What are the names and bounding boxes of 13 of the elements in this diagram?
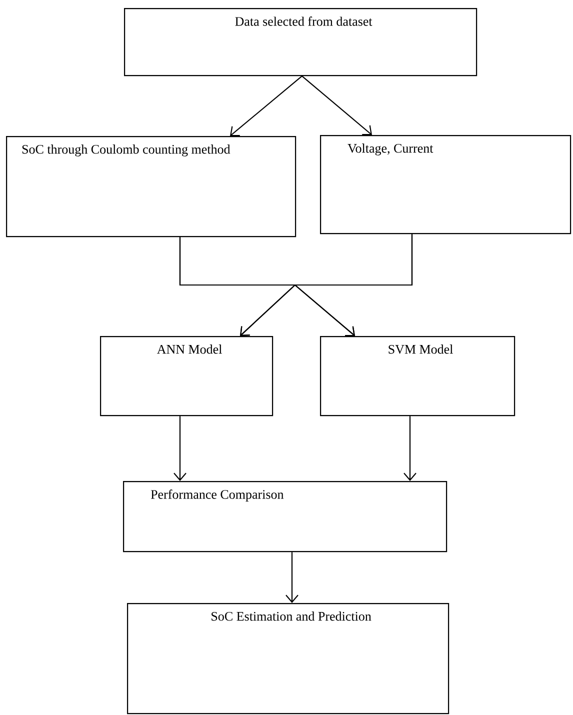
process-box: SoC through Coulomb counting method bbox=[6, 136, 296, 238]
arrow bbox=[294, 234, 413, 336]
process-box: Voltage, Current bbox=[320, 135, 572, 234]
arrow bbox=[174, 416, 186, 481]
process-box: SoC Estimation and Prediction bbox=[127, 603, 450, 714]
process-box: Performance Comparison bbox=[123, 481, 448, 552]
process-box: Data selected from dataset bbox=[124, 8, 478, 76]
arrow bbox=[286, 552, 298, 603]
arrow bbox=[404, 416, 416, 481]
arrow bbox=[302, 76, 372, 136]
process-box: ANN Model bbox=[100, 336, 274, 416]
arrow bbox=[230, 76, 302, 136]
process-box: SVM Model bbox=[320, 336, 516, 416]
